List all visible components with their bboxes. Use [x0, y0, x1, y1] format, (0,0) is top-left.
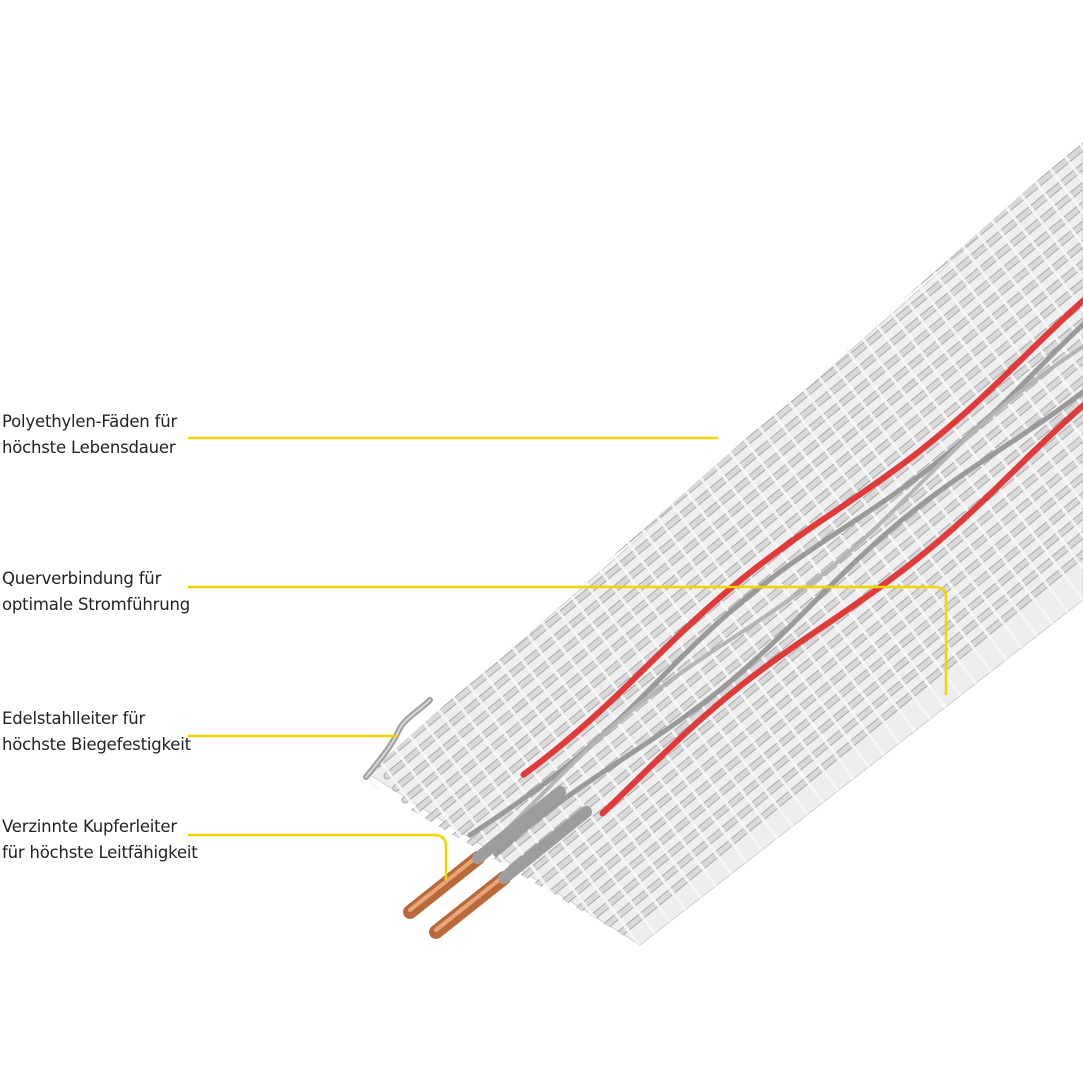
steel-wire	[482, 344, 1083, 853]
cross-thread	[698, 443, 954, 782]
cross-thread	[518, 591, 774, 930]
cross-thread	[668, 468, 924, 807]
cross-thread	[638, 493, 894, 831]
annotation-copper: Verzinnte Kupferleiter für höchste Leitf…	[2, 814, 198, 866]
cross-thread	[758, 394, 1014, 733]
cross-thread	[653, 480, 909, 819]
annotation-copper-line-2: für höchste Leitfähigkeit	[2, 843, 198, 862]
weave-thread	[528, 227, 1083, 945]
cross-thread	[1013, 185, 1083, 524]
weave-thread	[492, 179, 1083, 923]
cross-thread	[488, 616, 744, 945]
weave-thread	[384, 140, 1083, 779]
red-tracer	[520, 296, 1083, 778]
annotation-polyethylene: Polyethylen-Fäden für höchste Lebensdaue…	[2, 409, 177, 461]
cross-thread	[908, 271, 1083, 610]
red-tracer	[599, 401, 1083, 817]
weave-thread	[510, 203, 1083, 945]
weave-thread	[429, 140, 1083, 839]
copper-to-steel-2	[498, 806, 592, 884]
annotation-cross-connection: Querverbindung für optimale Stromführung	[2, 566, 190, 618]
annotation-cross-connection-line-2: optimale Stromführung	[2, 595, 191, 614]
cross-thread	[833, 333, 1083, 671]
weave-thread	[474, 155, 1083, 899]
annotation-stainless-steel-line-1: Edelstahlleiter für	[2, 709, 146, 728]
cross-thread	[548, 566, 804, 905]
copper-wire-2-highlight	[434, 874, 506, 932]
cross-thread	[968, 222, 1083, 561]
cross-thread	[923, 259, 1083, 598]
weave-thread	[519, 215, 1083, 945]
copper-to-steel-1	[472, 786, 566, 864]
annotation-cross-connection-line-1: Querverbindung für	[2, 569, 162, 588]
weave-thread	[501, 191, 1083, 935]
annotation-copper-line-1: Verzinnte Kupferleiter	[2, 817, 177, 836]
cross-thread	[773, 382, 1029, 721]
cross-thread	[533, 579, 789, 917]
loose-steel-strand-highlight	[365, 699, 431, 778]
red-tracer-wires	[520, 296, 1083, 817]
annotation-stainless-steel: Edelstahlleiter für höchste Biegefestigk…	[2, 706, 191, 758]
cross-thread	[878, 296, 1083, 635]
weave-thread	[546, 251, 1083, 945]
cross-thread	[983, 210, 1083, 548]
weave-thread	[420, 140, 1083, 827]
cross-thread	[503, 603, 759, 942]
weave-thread	[393, 140, 1083, 791]
weave-thread	[456, 140, 1083, 875]
polyethylene-weave	[360, 140, 1083, 945]
annotation-polyethylene-line-1: Polyethylen-Fäden für	[2, 412, 178, 431]
leader-line-cross-connection	[188, 585, 948, 695]
cross-thread	[998, 197, 1083, 536]
cross-thread	[743, 406, 999, 745]
cross-thread	[848, 320, 1083, 659]
cross-thread	[788, 370, 1044, 708]
steel-wire	[493, 388, 1083, 857]
weave-thread	[537, 239, 1083, 945]
cross-thread	[938, 247, 1083, 585]
cross-thread	[863, 308, 1083, 647]
cross-thread	[1028, 173, 1083, 512]
weave-thread	[375, 140, 1083, 767]
cross-thread	[893, 283, 1083, 622]
weave-thread	[402, 140, 1083, 803]
leader-lines	[188, 436, 948, 880]
cross-thread	[683, 456, 939, 794]
weave-thread	[438, 140, 1083, 851]
cross-thread	[713, 431, 969, 770]
annotation-polyethylene-line-2: höchste Lebensdauer	[2, 438, 176, 457]
copper-conductors	[403, 786, 592, 939]
weave-thread	[411, 140, 1083, 815]
cross-thread	[803, 357, 1059, 696]
cross-thread	[818, 345, 1074, 684]
copper-wire-1-highlight	[408, 854, 480, 912]
cross-thread	[563, 554, 819, 893]
leader-line-copper	[188, 833, 448, 880]
stainless-steel-wires	[467, 321, 1083, 857]
cross-thread	[473, 628, 729, 945]
annotation-stainless-steel-line-2: höchste Biegefestigkeit	[2, 735, 191, 754]
